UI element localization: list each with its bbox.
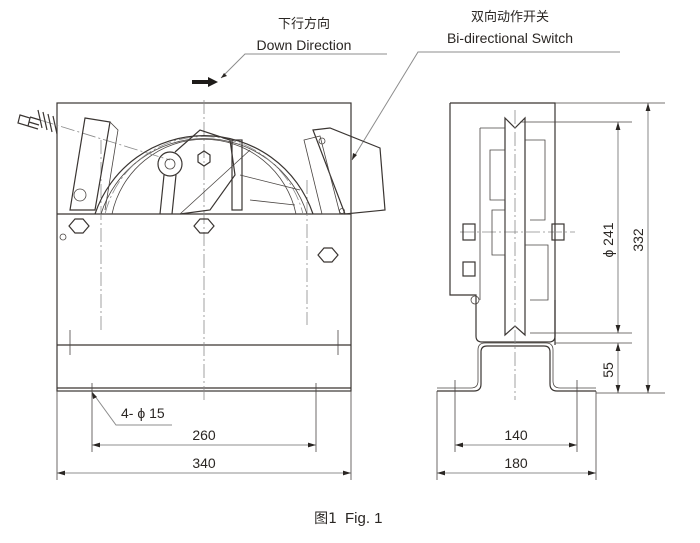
bi-directional-switch	[303, 127, 386, 215]
spring-bracket	[69, 117, 111, 211]
hole-spec: 4- ϕ 15	[121, 405, 165, 421]
rivet-icon	[59, 233, 67, 241]
switch-screw-icon	[339, 208, 345, 214]
dimension-260: 260	[92, 427, 316, 448]
switch-en: Bi-directional Switch	[447, 30, 573, 46]
spring-axis	[39, 119, 171, 161]
dimension-value: 260	[192, 427, 216, 443]
dimension-value: 180	[504, 455, 528, 471]
side-base-flange	[437, 345, 596, 392]
caption-en: Fig. 1	[345, 510, 383, 527]
switch-leader-arrowhead-icon	[352, 153, 357, 160]
bi-directional-switch-label: 双向动作开关 Bi-directional Switch	[351, 9, 620, 161]
switch-lever	[303, 135, 341, 215]
dimension-value: ϕ 241	[600, 222, 616, 257]
down-direction-leader	[220, 53, 387, 79]
dimension-241: ϕ 241	[600, 122, 621, 333]
side-right-plates	[525, 139, 549, 301]
hex-bolt-icon	[193, 218, 215, 234]
arm-pivot-pin	[164, 158, 176, 170]
leader-arrowhead-icon	[221, 73, 227, 78]
adjust-rod	[231, 139, 243, 211]
switch-leader	[351, 51, 620, 161]
bolt-nut-icon	[462, 261, 476, 277]
side-bracket	[475, 300, 556, 343]
caption-cn: 图1	[314, 511, 337, 527]
sheave-pitch-arc	[104, 136, 304, 215]
side-view	[436, 102, 597, 480]
side-base-flange-inner	[437, 342, 596, 389]
hole-callout: 4- ϕ 15	[91, 391, 172, 426]
hex-bolt-icon	[68, 218, 90, 234]
side-screw-icon	[470, 295, 480, 305]
hole-leader-arrowhead-icon	[92, 392, 97, 399]
axle-nut-right-icon	[551, 223, 565, 241]
switch-cn: 双向动作开关	[471, 9, 549, 25]
spring-coil-icon	[37, 109, 58, 135]
dimension-140: 140	[455, 427, 577, 448]
down-direction-en: Down Direction	[257, 37, 352, 53]
dimension-value: 340	[192, 455, 216, 471]
hex-nut-icon	[197, 150, 211, 167]
spring-rod-icon	[17, 114, 41, 130]
sheave-groove-arc	[100, 138, 308, 215]
sheave-outer-arc	[94, 135, 314, 215]
dimension-value: 140	[504, 427, 528, 443]
spring-bracket-side	[104, 121, 119, 211]
figure-caption: 图1 Fig. 1	[314, 510, 382, 527]
arm-pivot	[157, 151, 183, 177]
dimension-value: 332	[630, 228, 646, 252]
down-direction-label: 下行方向 Down Direction	[192, 16, 387, 87]
front-view	[17, 100, 386, 480]
arm-link	[159, 174, 177, 215]
linkage-lines	[179, 149, 301, 215]
dimension-value: 55	[600, 362, 616, 378]
tension-spring	[17, 109, 171, 211]
hex-bolt-icon	[317, 247, 339, 263]
sheave-inner-arc	[111, 138, 297, 215]
down-direction-cn: 下行方向	[278, 16, 330, 32]
axle-nut-left-icon	[462, 223, 476, 241]
dimension-55: 55	[600, 343, 621, 393]
down-direction-arrow-icon	[192, 77, 218, 87]
switch-housing	[312, 127, 386, 215]
dimension-340: 340	[57, 455, 351, 476]
dimension-180: 180	[437, 455, 596, 476]
switch-screw-icon	[318, 137, 326, 145]
hole-leader	[91, 391, 172, 426]
bracket-bolt-icon	[73, 188, 87, 202]
side-left-plates	[479, 127, 506, 300]
tension-arm	[157, 129, 301, 215]
dimension-332: 332	[630, 103, 651, 393]
